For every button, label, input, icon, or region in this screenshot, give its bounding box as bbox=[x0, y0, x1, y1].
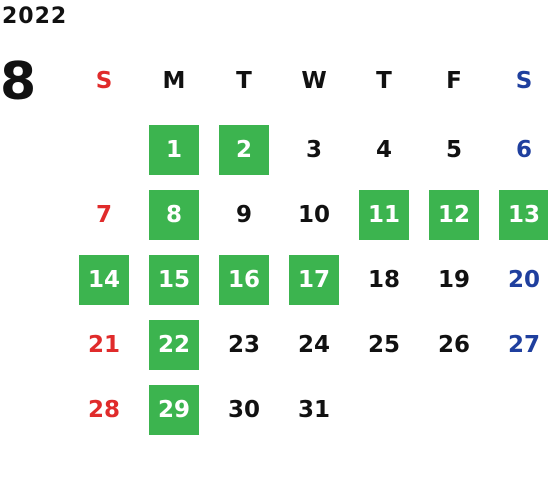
day-cell-14[interactable]: 14 bbox=[79, 255, 129, 305]
day-cell-31[interactable]: 31 bbox=[297, 397, 330, 423]
weekday-label-wed: W bbox=[301, 68, 327, 94]
day-cell-24[interactable]: 24 bbox=[297, 332, 330, 358]
day-cell-19[interactable]: 19 bbox=[437, 267, 470, 293]
day-cell-13[interactable]: 13 bbox=[499, 190, 548, 240]
day-cell-6[interactable]: 6 bbox=[515, 137, 532, 163]
day-cell-9[interactable]: 9 bbox=[235, 202, 252, 228]
day-cell-11[interactable]: 11 bbox=[359, 190, 409, 240]
day-cell-5[interactable]: 5 bbox=[445, 137, 462, 163]
weekday-label-tue: T bbox=[236, 68, 252, 94]
day-cell-25[interactable]: 25 bbox=[367, 332, 400, 358]
day-cell-2[interactable]: 2 bbox=[219, 125, 269, 175]
day-cell-23[interactable]: 23 bbox=[227, 332, 260, 358]
day-cell-4[interactable]: 4 bbox=[375, 137, 392, 163]
weekday-label-fri: F bbox=[446, 68, 462, 94]
day-cell-30[interactable]: 30 bbox=[227, 397, 260, 423]
day-cell-21[interactable]: 21 bbox=[87, 332, 120, 358]
day-cell-27[interactable]: 27 bbox=[507, 332, 540, 358]
day-cell-8[interactable]: 8 bbox=[149, 190, 199, 240]
day-cell-10[interactable]: 10 bbox=[297, 202, 330, 228]
weekday-label-sun: S bbox=[95, 68, 113, 94]
day-cell-22[interactable]: 22 bbox=[149, 320, 199, 370]
weekday-label-mon: M bbox=[162, 68, 186, 94]
weekday-label-sat: S bbox=[515, 68, 533, 94]
weekday-label-thu: T bbox=[376, 68, 392, 94]
day-cell-20[interactable]: 20 bbox=[507, 267, 540, 293]
day-cell-16[interactable]: 16 bbox=[219, 255, 269, 305]
day-cell-12[interactable]: 12 bbox=[429, 190, 479, 240]
calendar-month: 8 bbox=[0, 52, 37, 112]
day-cell-15[interactable]: 15 bbox=[149, 255, 199, 305]
day-cell-1[interactable]: 1 bbox=[149, 125, 199, 175]
calendar-year: 2022 bbox=[2, 4, 68, 29]
day-cell-18[interactable]: 18 bbox=[367, 267, 400, 293]
day-cell-17[interactable]: 17 bbox=[289, 255, 339, 305]
day-cell-7[interactable]: 7 bbox=[95, 202, 112, 228]
day-cell-3[interactable]: 3 bbox=[305, 137, 322, 163]
day-cell-29[interactable]: 29 bbox=[149, 385, 199, 435]
day-cell-26[interactable]: 26 bbox=[437, 332, 470, 358]
day-cell-28[interactable]: 28 bbox=[87, 397, 120, 423]
